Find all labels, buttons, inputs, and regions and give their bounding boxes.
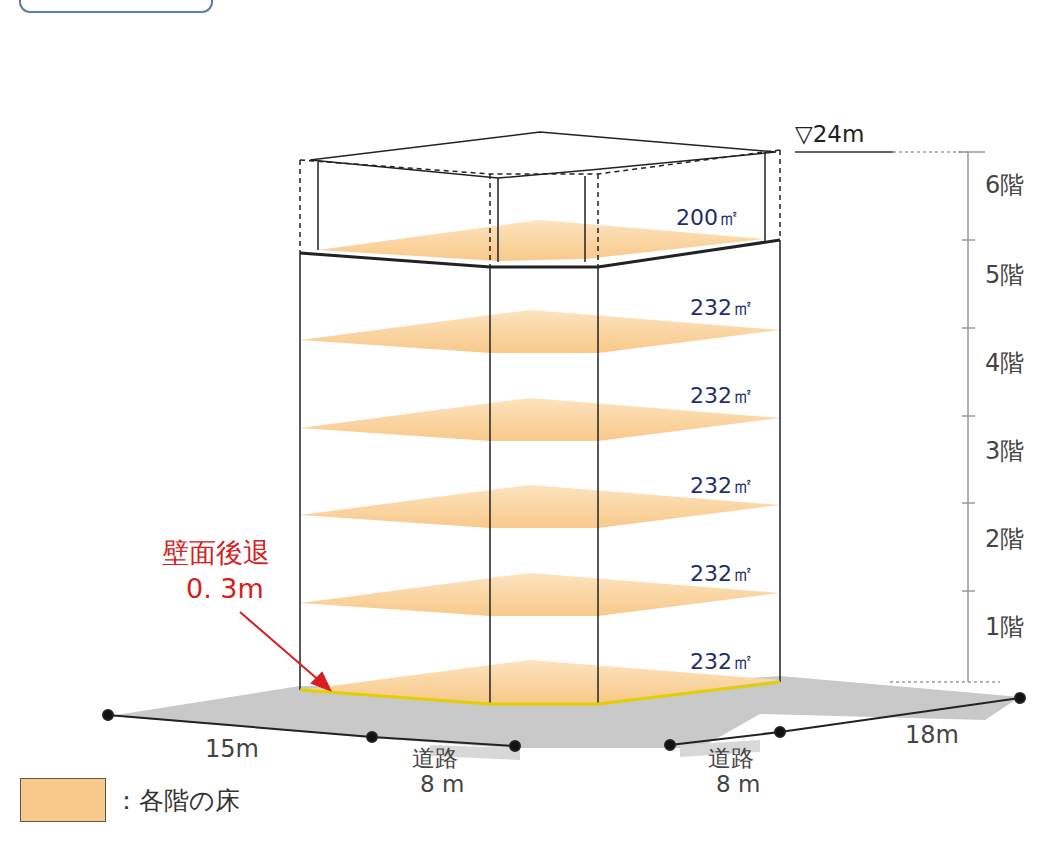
callout-arrow: [240, 612, 330, 690]
legend-row: ：各階の床: [20, 778, 240, 822]
dimension-label: 18m: [905, 722, 959, 748]
legend-text: ：各階の床: [114, 784, 240, 817]
floor-label: 4階: [985, 350, 1024, 376]
floor-label: 5階: [985, 262, 1024, 288]
floor-area: 232㎡: [690, 384, 754, 408]
floor-area: 232㎡: [690, 562, 754, 586]
floor-label: 1階: [985, 614, 1024, 640]
height-scale: [795, 152, 1000, 682]
floor-label: 6階: [985, 172, 1024, 198]
road-width: 8 m: [420, 772, 464, 797]
road-label: 道路: [708, 746, 754, 771]
floor-area: 232㎡: [690, 474, 754, 498]
floor-label: 2階: [985, 526, 1024, 552]
floor-area: 200㎡: [676, 206, 740, 230]
callout-text: 壁面後退: [162, 538, 270, 568]
floor-area: 232㎡: [690, 296, 754, 320]
legend-swatch: [20, 778, 106, 822]
floor-label: 3階: [985, 438, 1024, 464]
floor-area: 232㎡: [690, 650, 754, 674]
building-outline: [300, 132, 780, 704]
callout-text: 0. 3m: [186, 574, 264, 604]
frame: [20, 0, 212, 12]
floor-planes: [300, 220, 780, 703]
height-label: ▽24m: [795, 122, 864, 147]
setback-line: [300, 682, 780, 704]
dimension-label: 15m: [205, 736, 259, 762]
road-label: 道路: [412, 746, 458, 771]
road-width: 8 m: [716, 772, 760, 797]
